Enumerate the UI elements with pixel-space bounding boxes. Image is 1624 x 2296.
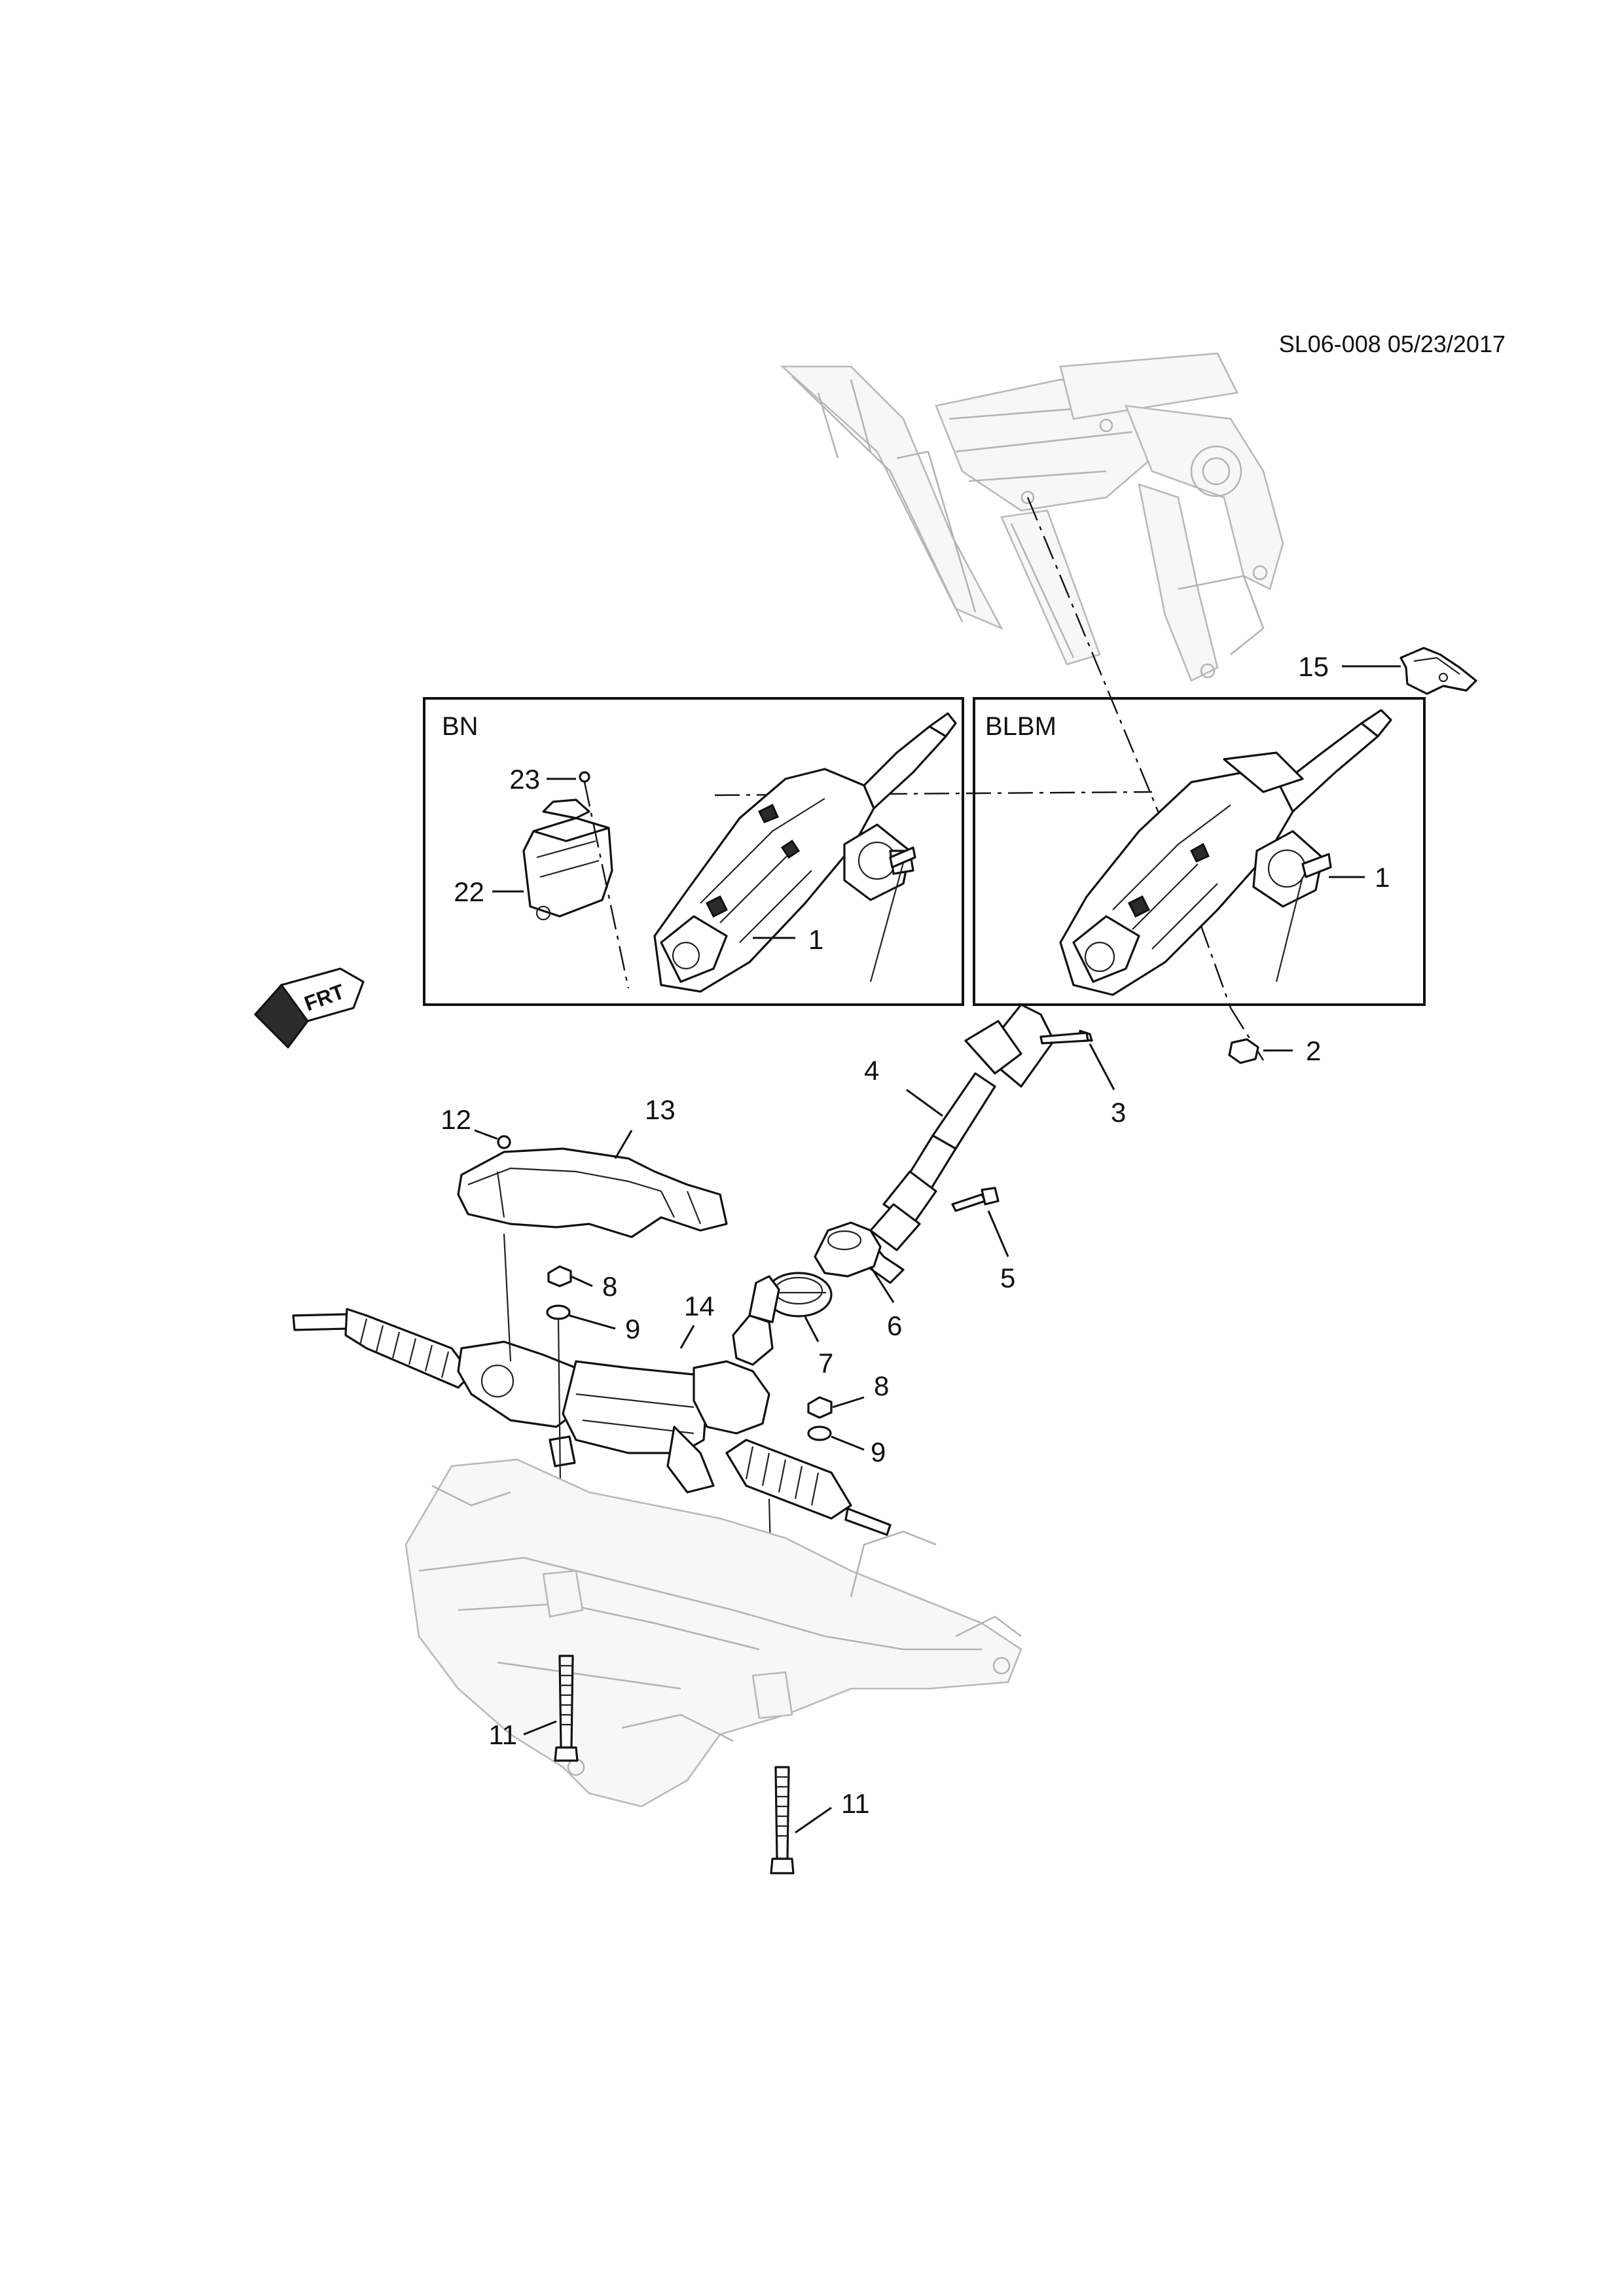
callout-3: 3 (1111, 1097, 1126, 1128)
callout-2: 2 (1306, 1035, 1321, 1066)
part-13-heat-shield (457, 1130, 728, 1238)
part-11-bolt-right (770, 1766, 832, 1874)
cross-car-beam-ghost (780, 352, 1284, 682)
part-3-bolt (1039, 1030, 1115, 1090)
part-14-steering-gear (292, 1275, 892, 1536)
callout-5: 5 (1000, 1263, 1015, 1293)
part-6-boot-seal (814, 1221, 895, 1303)
part-4-intermediate-shaft (866, 1003, 1055, 1284)
bn-module-22 (522, 798, 613, 921)
callout-11a: 11 (488, 1719, 517, 1750)
bn-steering-column (653, 712, 957, 993)
callout-8a: 8 (602, 1271, 617, 1302)
alignment-centerline-2 (714, 791, 1153, 797)
callout-4: 4 (864, 1055, 879, 1086)
callout-15: 15 (1298, 651, 1329, 682)
callout-6: 6 (887, 1310, 902, 1341)
inset-blbm-title: BLBM (985, 712, 1056, 741)
part-9-washer-left (546, 1304, 616, 1330)
part-15-bracket (1399, 647, 1477, 695)
callout-9b: 9 (871, 1437, 886, 1467)
part-8-nut-left (547, 1265, 593, 1287)
callout-blbm-1: 1 (1375, 862, 1390, 893)
callout-12: 12 (441, 1104, 471, 1135)
part-2-nut (1228, 1038, 1293, 1064)
inset-bn-frame (423, 697, 964, 1006)
callout-8b: 8 (874, 1371, 889, 1401)
part-11-bolt-left (523, 1655, 579, 1762)
callout-bn-22: 22 (454, 876, 484, 907)
part-8-nut-right (807, 1396, 865, 1419)
callout-13: 13 (645, 1094, 676, 1125)
callout-7: 7 (818, 1348, 833, 1378)
alignment-line-13 (503, 1233, 512, 1362)
document-id: SL06-008 05/23/2017 (1279, 331, 1506, 357)
part-12-bolt (474, 1129, 511, 1149)
inset-bn-title: BN (442, 712, 478, 741)
inset-bn: BN (423, 697, 964, 1006)
front-indicator: FRT (253, 967, 365, 1049)
callout-11b: 11 (841, 1788, 870, 1819)
callout-bn-23: 23 (509, 764, 540, 795)
callout-14: 14 (684, 1291, 715, 1321)
subframe-ghost (405, 1458, 1022, 1808)
part-9-washer-right (807, 1426, 865, 1451)
inset-blbm-frame (973, 697, 1426, 1006)
callout-bn-1: 1 (808, 924, 823, 955)
bn-screw-23 (579, 771, 630, 989)
part-5-bolt (951, 1187, 1009, 1257)
callout-9a: 9 (625, 1314, 640, 1344)
inset-blbm: BLBM 1 (973, 697, 1426, 1006)
blbm-steering-column (1059, 709, 1392, 996)
